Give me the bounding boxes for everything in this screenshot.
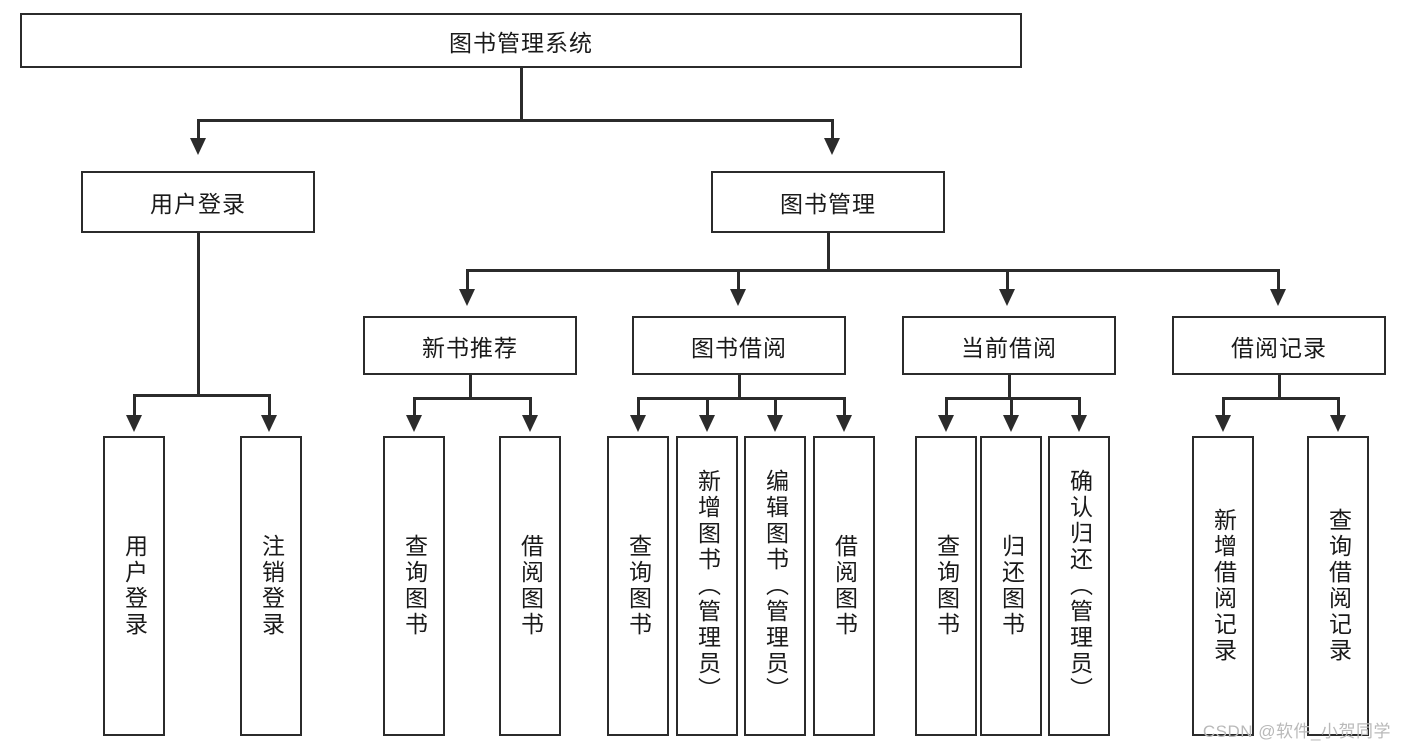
connector-book-borrow-child-1 [637, 397, 640, 416]
node-label: 图书管理系统 [449, 29, 593, 56]
connector-level3-bus [466, 269, 1280, 272]
arrow-user-login-child-1 [126, 415, 142, 432]
connector-borrow-record-bus [1222, 397, 1339, 400]
node-label: 新增图书（管理员） [694, 469, 721, 703]
node-label: 当前借阅 [961, 334, 1057, 361]
leaf-borrow-record-2[interactable]: 查询借阅记录 [1307, 436, 1369, 736]
node-label: 查询图书 [625, 534, 652, 638]
connector-current-borrow-child-3 [1078, 397, 1081, 416]
connector-book-manage-stem [827, 233, 830, 271]
node-label: 用户登录 [150, 191, 246, 217]
arrow-to-book-borrow [730, 289, 746, 306]
arrow-to-current-borrow [999, 289, 1015, 306]
leaf-borrow-record-1[interactable]: 新增借阅记录 [1192, 436, 1254, 736]
connector-new-book-child-2 [529, 397, 532, 416]
connector-to-book-manage [831, 119, 834, 139]
node-label: 借阅图书 [517, 534, 544, 638]
node-new-book-recommend[interactable]: 新书推荐 [363, 316, 577, 375]
connector-to-book-borrow [737, 269, 740, 290]
arrow-borrow-record-child-1 [1215, 415, 1231, 432]
node-label: 借阅记录 [1231, 334, 1327, 361]
arrow-to-borrow-record [1270, 289, 1286, 306]
connector-current-borrow-child-2 [1010, 397, 1013, 416]
connector-book-borrow-child-2 [706, 397, 709, 416]
node-book-management[interactable]: 图书管理 [711, 171, 945, 233]
node-user-login[interactable]: 用户登录 [81, 171, 315, 233]
leaf-book-borrow-3[interactable]: 编辑图书（管理员） [744, 436, 806, 736]
leaf-current-borrow-1[interactable]: 查询图书 [915, 436, 977, 736]
connector-root-stem [520, 68, 523, 120]
node-label: 图书管理 [780, 191, 876, 217]
node-label: 归还图书 [998, 534, 1025, 638]
node-label: 注销登录 [258, 534, 285, 638]
node-label: 用户登录 [121, 534, 148, 638]
arrow-to-book-manage [824, 138, 840, 155]
arrow-borrow-record-child-2 [1330, 415, 1346, 432]
leaf-current-borrow-3[interactable]: 确认归还（管理员） [1048, 436, 1110, 736]
arrow-to-new-book [459, 289, 475, 306]
arrow-book-borrow-child-2 [699, 415, 715, 432]
leaf-user-login-1[interactable]: 用户登录 [103, 436, 165, 736]
connector-borrow-record-stem [1278, 375, 1281, 399]
connector-user-login-stem [197, 233, 200, 396]
arrow-to-user-login [190, 138, 206, 155]
connector-new-book-stem [469, 375, 472, 399]
connector-to-borrow-record [1277, 269, 1280, 290]
connector-new-book-bus [413, 397, 531, 400]
connector-new-book-child-1 [413, 397, 416, 416]
node-label: 查询图书 [933, 534, 960, 638]
connector-current-borrow-child-1 [945, 397, 948, 416]
leaf-new-book-1[interactable]: 查询图书 [383, 436, 445, 736]
node-root-system[interactable]: 图书管理系统 [20, 13, 1022, 68]
connector-book-borrow-bus [637, 397, 845, 400]
node-label: 图书借阅 [691, 334, 787, 361]
connector-user-login-bus [133, 394, 270, 397]
node-book-borrow[interactable]: 图书借阅 [632, 316, 846, 375]
node-current-borrow[interactable]: 当前借阅 [902, 316, 1116, 375]
connector-to-current-borrow [1006, 269, 1009, 290]
arrow-current-borrow-child-3 [1071, 415, 1087, 432]
leaf-new-book-2[interactable]: 借阅图书 [499, 436, 561, 736]
arrow-book-borrow-child-3 [767, 415, 783, 432]
arrow-current-borrow-child-2 [1003, 415, 1019, 432]
arrow-user-login-child-2 [261, 415, 277, 432]
connector-to-new-book [466, 269, 469, 290]
node-borrow-record[interactable]: 借阅记录 [1172, 316, 1386, 375]
node-label: 编辑图书（管理员） [762, 469, 789, 703]
leaf-user-login-2[interactable]: 注销登录 [240, 436, 302, 736]
connector-user-login-child-2 [268, 394, 271, 416]
connector-book-borrow-child-4 [843, 397, 846, 416]
leaf-book-borrow-4[interactable]: 借阅图书 [813, 436, 875, 736]
connector-borrow-record-child-2 [1337, 397, 1340, 416]
node-label: 新增借阅记录 [1210, 508, 1237, 664]
arrow-new-book-child-1 [406, 415, 422, 432]
arrow-new-book-child-2 [522, 415, 538, 432]
node-label: 借阅图书 [831, 534, 858, 638]
node-label: 查询借阅记录 [1325, 508, 1352, 664]
connector-to-user-login [197, 119, 200, 139]
connector-book-borrow-child-3 [774, 397, 777, 416]
connector-current-borrow-stem [1008, 375, 1011, 399]
node-label: 查询图书 [401, 534, 428, 638]
leaf-book-borrow-2[interactable]: 新增图书（管理员） [676, 436, 738, 736]
connector-book-borrow-stem [738, 375, 741, 399]
arrow-book-borrow-child-1 [630, 415, 646, 432]
arrow-current-borrow-child-1 [938, 415, 954, 432]
watermark-text: CSDN @软件_小贺同学 [1202, 722, 1391, 741]
connector-level2-bus [197, 119, 833, 122]
connector-borrow-record-child-1 [1222, 397, 1225, 416]
node-label: 确认归还（管理员） [1066, 469, 1093, 703]
leaf-current-borrow-2[interactable]: 归还图书 [980, 436, 1042, 736]
arrow-book-borrow-child-4 [836, 415, 852, 432]
connector-user-login-child-1 [133, 394, 136, 416]
connector-current-borrow-bus [945, 397, 1080, 400]
node-label: 新书推荐 [422, 334, 518, 361]
leaf-book-borrow-1[interactable]: 查询图书 [607, 436, 669, 736]
